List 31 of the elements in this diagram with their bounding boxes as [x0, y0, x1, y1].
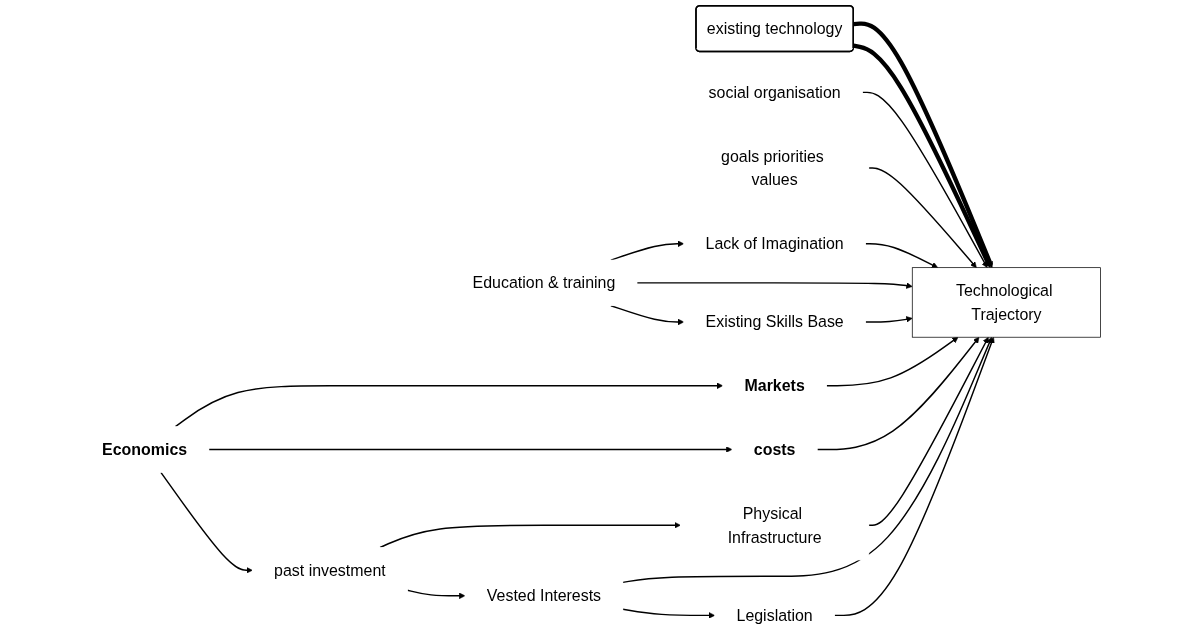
arrow [816, 336, 980, 451]
arrow [208, 446, 733, 453]
arrow [636, 282, 913, 289]
arrow [861, 91, 988, 268]
node-text: Markets [744, 376, 805, 395]
arrow [868, 336, 989, 526]
arrow [610, 240, 685, 261]
arrow [622, 608, 716, 619]
arrow [379, 522, 681, 549]
arrow [864, 243, 939, 268]
node-text: Vested Interests [486, 586, 602, 605]
arrow [833, 336, 995, 617]
node-box: Technological Trajectory [911, 267, 1101, 338]
node-text: Economics [102, 440, 188, 459]
node-text: past investment [274, 561, 386, 580]
node-text: Lack of Imagination [705, 234, 844, 253]
arrow [406, 589, 466, 599]
node-text: Education & training [472, 273, 616, 292]
node-text: Legislation [736, 606, 813, 625]
arrow [160, 471, 253, 574]
node-text: social organisation [708, 83, 841, 102]
arrow [864, 316, 913, 323]
arrow [610, 304, 685, 326]
arrow [825, 336, 959, 387]
arrow [868, 167, 977, 268]
node-text: Existing Skills Base [705, 312, 844, 332]
node-text: Physical Infrastructure [727, 504, 822, 547]
node-text: goals priorities values [721, 147, 824, 190]
arrow [174, 382, 724, 428]
arrow [622, 336, 993, 584]
node-text: costs [753, 440, 796, 459]
